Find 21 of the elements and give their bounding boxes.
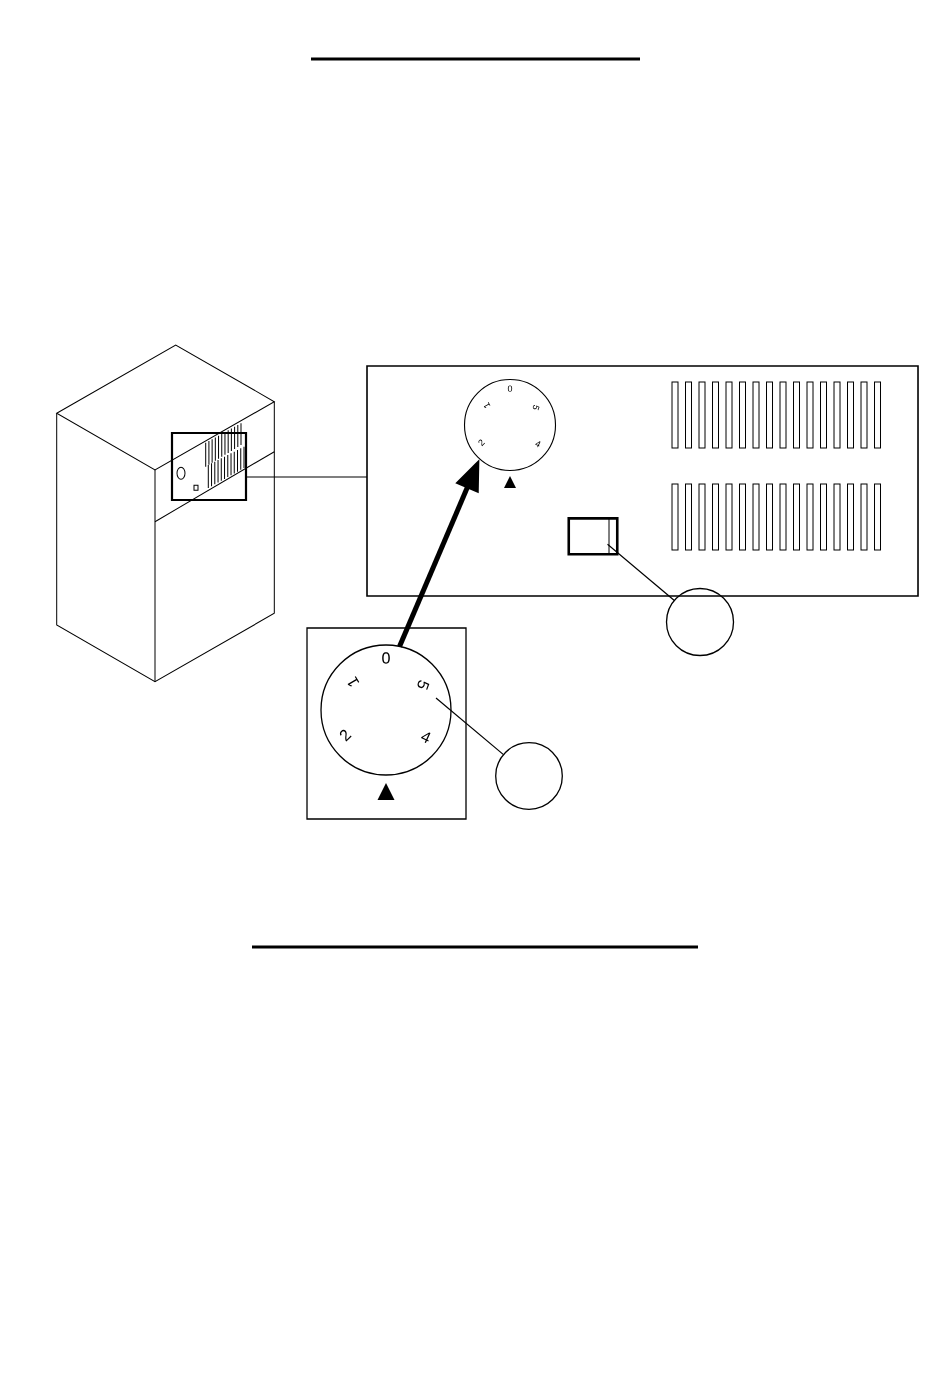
dial-number: 0 [507,385,513,392]
dial-number: 5 [532,404,540,411]
dial-number: 2 [478,439,485,447]
dial-number: 0 [382,652,390,664]
dial-number: 1 [347,676,360,687]
dial-knob [320,644,452,776]
dial-knob [463,378,557,472]
highlight-frame [170,431,248,502]
inset-frame [306,627,467,820]
dial-number: 4 [535,441,541,448]
leader-line [435,697,505,756]
dial-number: 1 [483,402,491,408]
callout-circle [665,587,735,657]
dial-number: 4 [421,732,431,743]
rocker-switch [567,517,619,556]
dial-number: 2 [339,729,352,742]
leader-line [245,476,368,478]
leader-line [606,543,675,602]
control-panel [366,365,919,597]
dial-number: 5 [417,680,430,690]
callout-circle [495,742,563,810]
